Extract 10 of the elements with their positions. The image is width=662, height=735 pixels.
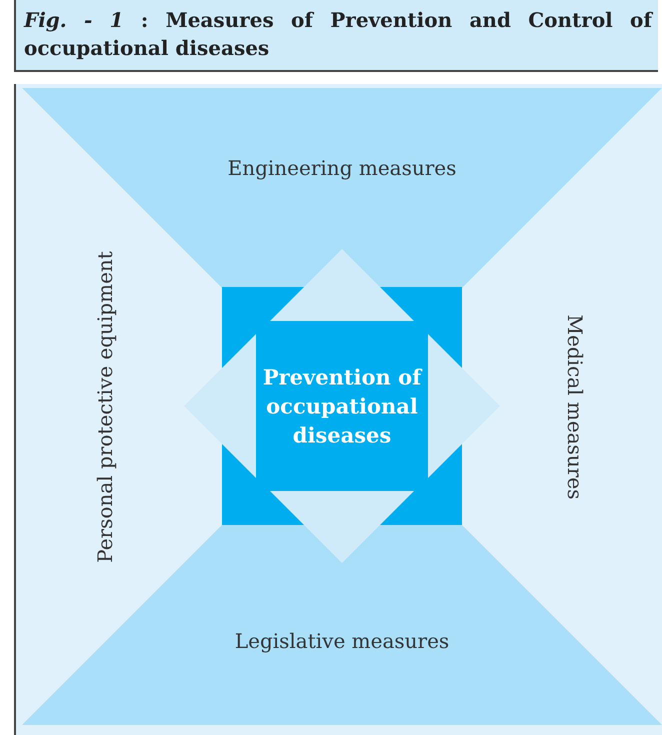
figure-title: Fig. - 1 : Measures of Prevention and Control of occupational diseases: [14, 0, 658, 72]
center-label: Prevention of occupational diseases: [262, 364, 424, 450]
chevron-arrow: [184, 334, 256, 478]
chevron-arrow: [428, 334, 500, 478]
measure-label: Engineering measures: [228, 156, 456, 180]
chevron-arrow: [270, 491, 414, 563]
measure-label: Personal protective equipment: [93, 251, 117, 563]
chevron-arrow: [270, 249, 414, 321]
measure-label: Legislative measures: [234, 629, 450, 653]
measure-label: Medical measures: [563, 314, 587, 500]
